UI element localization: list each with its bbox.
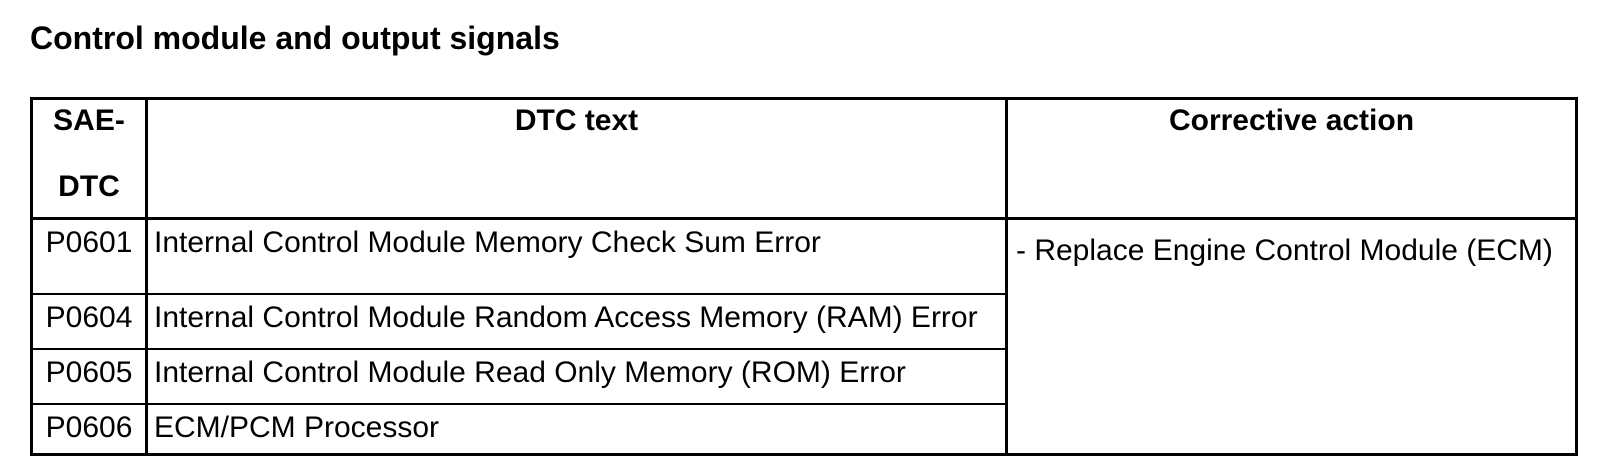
page-title: Control module and output signals	[30, 20, 560, 56]
header-sae-dtc-line2: DTC	[58, 170, 120, 203]
dtc-code-cell: P0601	[30, 217, 148, 295]
corrective-action-cell: - Replace Engine Control Module (ECM)	[1005, 217, 1578, 456]
header-dtc-text: DTC text	[145, 97, 1008, 220]
dtc-table: SAE- DTC DTC text Corrective action P060…	[30, 97, 1578, 456]
dtc-text-cell: Internal Control Module Read Only Memory…	[145, 347, 1008, 405]
dtc-text-cell: ECM/PCM Processor	[145, 402, 1008, 456]
header-corrective-action: Corrective action	[1005, 97, 1578, 220]
table-header-row: SAE- DTC DTC text Corrective action	[30, 97, 1578, 220]
table-row: P0605 Internal Control Module Read Only …	[30, 347, 1577, 405]
dtc-code-cell: P0606	[30, 402, 148, 456]
dtc-code-cell: P0604	[30, 292, 148, 350]
table-row: P0604 Internal Control Module Random Acc…	[30, 292, 1577, 350]
header-sae-dtc-line1: SAE-	[53, 104, 125, 137]
dtc-text-cell: Internal Control Module Random Access Me…	[145, 292, 1008, 350]
table-row: P0606 ECM/PCM Processor	[30, 402, 1577, 456]
table-row: P0601 Internal Control Module Memory Che…	[30, 217, 1578, 456]
header-sae-dtc: SAE- DTC	[30, 97, 148, 220]
dtc-code-cell: P0605	[30, 347, 148, 405]
dtc-text-cell: Internal Control Module Memory Check Sum…	[145, 217, 1008, 295]
